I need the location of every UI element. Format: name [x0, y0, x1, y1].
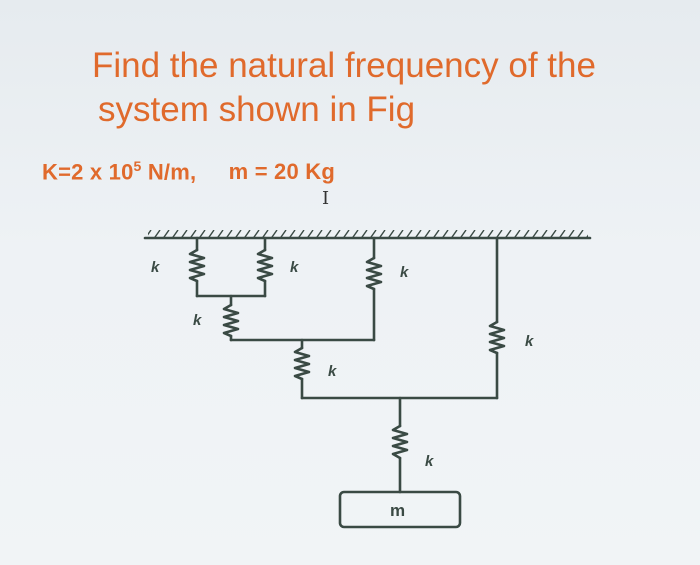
question-line-1: Find the natural frequency of the [92, 46, 596, 85]
spring-label-b: k [290, 259, 299, 276]
spring-b [256, 248, 274, 283]
spring-f [488, 320, 506, 355]
spring-e [293, 346, 311, 381]
spring-label-a: k [151, 259, 160, 276]
question-title: Find the natural frequency of the system… [92, 44, 596, 132]
spring-g [391, 424, 409, 460]
mass-label: m [390, 501, 405, 520]
text-cursor-icon: I [322, 188, 330, 209]
spring-label-d: k [400, 264, 409, 281]
spring-label-c: k [193, 312, 202, 329]
mass-value: m = 20 Kg [228, 159, 335, 185]
stiffness-exponent: 5 [133, 158, 142, 174]
spring-label-f: k [525, 333, 534, 350]
spring-c [222, 303, 240, 338]
ceiling-hatch [148, 230, 588, 238]
stiffness-unit: N/m, [141, 159, 197, 185]
stiffness-text: K=2 x 10 [42, 159, 134, 185]
spring-label-e: k [328, 363, 337, 380]
mass-block [338, 490, 462, 529]
spring-a [188, 248, 206, 283]
spring-label-g: k [425, 453, 434, 470]
spring-d [365, 256, 383, 291]
given-values: K=2 x 105 N/m, m = 20 Kg [42, 158, 335, 185]
question-line-2: system shown in Fig [98, 90, 416, 129]
